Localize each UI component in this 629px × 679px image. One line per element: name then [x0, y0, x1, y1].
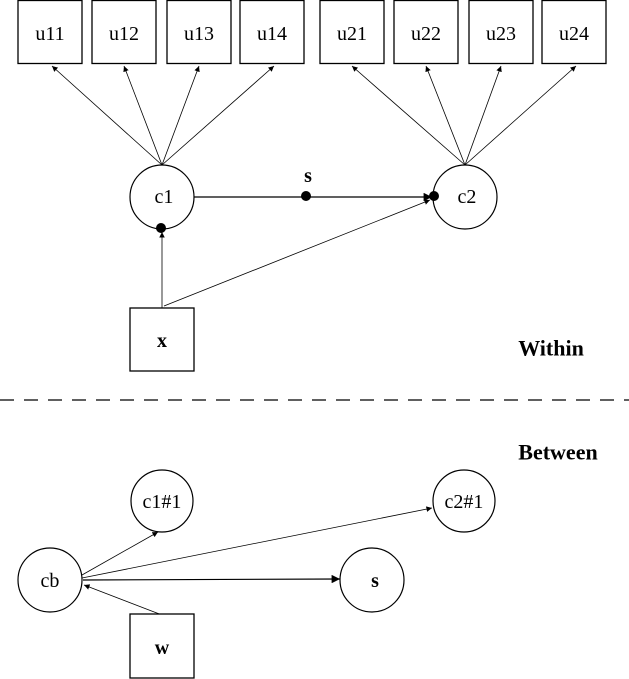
- between-c1-intercept-label: c1#1: [143, 491, 182, 513]
- between-c1-intercept: c1#1: [130, 469, 194, 533]
- edge-w-cb: [83, 584, 163, 616]
- indicator-u24: u24: [541, 0, 607, 65]
- edge-c2-u23: [464, 65, 502, 166]
- edge-cb-s: [82, 574, 341, 584]
- indicator-u12: u12: [91, 0, 157, 65]
- edge-c1-u11: [51, 65, 163, 166]
- covariate-x-label: x: [157, 330, 167, 352]
- indicator-u11: u11: [17, 0, 83, 65]
- edge-cb-c1-intercept: [81, 531, 159, 576]
- within-edges-c2: [351, 65, 577, 166]
- indicator-label: u14: [257, 23, 287, 45]
- between-w: w: [129, 613, 195, 679]
- within-edges-c1: [51, 65, 275, 166]
- latent-c1: c1: [129, 164, 195, 233]
- latent-c1-label: c1: [155, 186, 174, 208]
- indicator-label: u22: [411, 23, 441, 45]
- indicator-label: u23: [486, 23, 516, 45]
- indicator-u14: u14: [239, 0, 305, 65]
- random-slope-dot: [301, 191, 311, 201]
- between-c2-intercept: c2#1: [432, 469, 496, 533]
- between-level-label: Between: [518, 440, 597, 465]
- edge-c1-u14: [161, 65, 275, 166]
- indicator-label: u21: [337, 23, 367, 45]
- latent-c2-label: c2: [458, 186, 477, 208]
- edge-c2-u24: [464, 65, 577, 166]
- between-cb: cb: [17, 547, 83, 613]
- indicator-u23: u23: [468, 0, 534, 65]
- indicator-label: u13: [184, 23, 214, 45]
- latent-c2: c2: [429, 164, 498, 230]
- indicator-u22: u22: [393, 0, 459, 65]
- between-w-label: w: [155, 637, 170, 659]
- edge-c1-u13: [161, 65, 200, 166]
- edge-x-c2: [163, 199, 431, 307]
- edge-cb-c2-intercept: [81, 506, 433, 579]
- random-slope-label: s: [304, 165, 312, 187]
- random-intercept-dot: [156, 223, 166, 233]
- indicator-label: u11: [35, 23, 64, 45]
- between-s: s: [339, 547, 405, 613]
- edge-c2-u21: [351, 65, 466, 166]
- within-level-label: Within: [518, 336, 584, 361]
- indicator-u21: u21: [319, 0, 385, 65]
- between-cb-label: cb: [41, 570, 60, 592]
- covariate-x: x: [129, 307, 195, 372]
- random-effect-dot: [429, 191, 439, 201]
- between-s-label: s: [371, 570, 379, 592]
- edge-c2-u22: [425, 65, 466, 166]
- indicator-u13: u13: [166, 0, 232, 65]
- edge-c1-u12: [123, 65, 163, 166]
- between-c2-intercept-label: c2#1: [445, 491, 484, 513]
- indicator-label: u24: [559, 23, 589, 45]
- indicator-label: u12: [109, 23, 139, 45]
